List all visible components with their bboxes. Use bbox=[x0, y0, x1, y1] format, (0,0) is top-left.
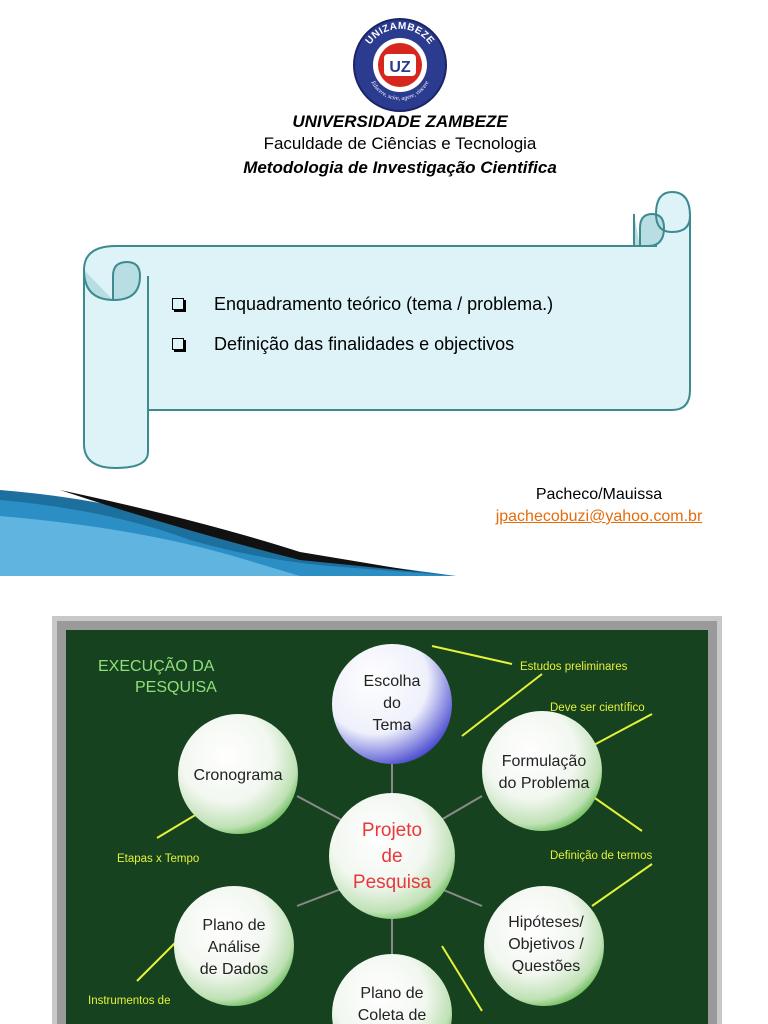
bullet-item: Enquadramento teórico (tema / problema.) bbox=[172, 293, 553, 315]
annotation-pointers bbox=[136, 645, 653, 1012]
diagram-title-line1: EXECUÇÃO DA bbox=[98, 655, 215, 675]
slide-gap bbox=[0, 576, 768, 616]
node-plano-de-analise: Plano de Análise de Dados bbox=[174, 886, 294, 1006]
node-analise-line1: Plano de bbox=[202, 917, 265, 934]
course-title: Metodologia de Investigação Cientifica bbox=[243, 158, 557, 177]
checkbox-bullet-icon bbox=[172, 298, 184, 310]
node-cronograma-line1: Cronograma bbox=[194, 767, 283, 784]
node-analise-line2: Análise bbox=[208, 939, 261, 956]
node-formulacao-line1: Formulação bbox=[502, 753, 587, 770]
node-escolha-do-tema: Escolha do Tema bbox=[332, 644, 452, 764]
node-projeto-de-pesquisa: Projeto de Pesquisa bbox=[329, 793, 455, 919]
node-formulacao-do-problema: Formulação do Problema bbox=[482, 711, 602, 831]
diagram-title-line2: PESQUISA bbox=[135, 679, 217, 696]
author-email-link[interactable]: jpachecobuzi@yahoo.com.br bbox=[495, 508, 703, 525]
node-formulacao-line2: do Problema bbox=[499, 775, 590, 792]
node-center-line1: Projeto bbox=[362, 820, 422, 841]
university-logo: UZ UNIZAMBEZE Educere, scire, agere, vin… bbox=[353, 18, 447, 112]
node-coleta-line2: Coleta de bbox=[358, 1007, 427, 1024]
annotation-cientifico: Deve ser científico bbox=[550, 702, 645, 714]
node-coleta-line1: Plano de bbox=[360, 985, 423, 1002]
author-name: Pacheco/Mauissa bbox=[535, 486, 663, 503]
university-name: UNIVERSIDADE ZAMBEZE bbox=[292, 112, 508, 131]
node-escolha-line2: do bbox=[383, 695, 401, 712]
faculty-name: Faculdade de Ciências e Tecnologia bbox=[263, 134, 537, 153]
node-escolha-line3: Tema bbox=[372, 717, 411, 734]
bullet-text: Definição das finalidades e objectivos bbox=[214, 333, 515, 354]
node-hipoteses-line3: Questões bbox=[512, 958, 580, 975]
footer-swoosh bbox=[0, 490, 456, 576]
bullet-item: Definição das finalidades e objectivos bbox=[172, 333, 553, 355]
logo-monogram: UZ bbox=[389, 59, 411, 76]
node-hipoteses-line1: Hipóteses/ bbox=[508, 914, 584, 931]
node-center-line3: Pesquisa bbox=[353, 872, 432, 893]
checkbox-bullet-icon bbox=[172, 338, 184, 350]
node-analise-line3: de Dados bbox=[200, 961, 269, 978]
title-slide: UZ UNIZAMBEZE Educere, scire, agere, vin… bbox=[0, 18, 703, 576]
node-cronograma: Cronograma bbox=[178, 714, 298, 834]
annotation-definicao: Definição de termos bbox=[550, 850, 653, 862]
node-hipoteses-line2: Objetivos / bbox=[508, 936, 584, 953]
bullet-text: Enquadramento teórico (tema / problema.) bbox=[214, 293, 554, 314]
annotation-estudos: Estudos preliminares bbox=[520, 661, 628, 673]
scroll-banner bbox=[83, 190, 691, 470]
node-plano-de-coleta: Plano de Coleta de bbox=[332, 954, 452, 1024]
annotation-instrumentos: Instrumentos de bbox=[88, 995, 170, 1007]
bullet-list: Enquadramento teórico (tema / problema.)… bbox=[172, 293, 553, 373]
node-center-line2: de bbox=[381, 846, 402, 867]
research-diagram-slide: EXECUÇÃO DA PESQUISA Estudos preliminare… bbox=[52, 616, 722, 1024]
annotation-etapas: Etapas x Tempo bbox=[117, 853, 199, 865]
node-escolha-line1: Escolha bbox=[364, 673, 421, 690]
node-hipoteses: Hipóteses/ Objetivos / Questões bbox=[484, 886, 604, 1006]
